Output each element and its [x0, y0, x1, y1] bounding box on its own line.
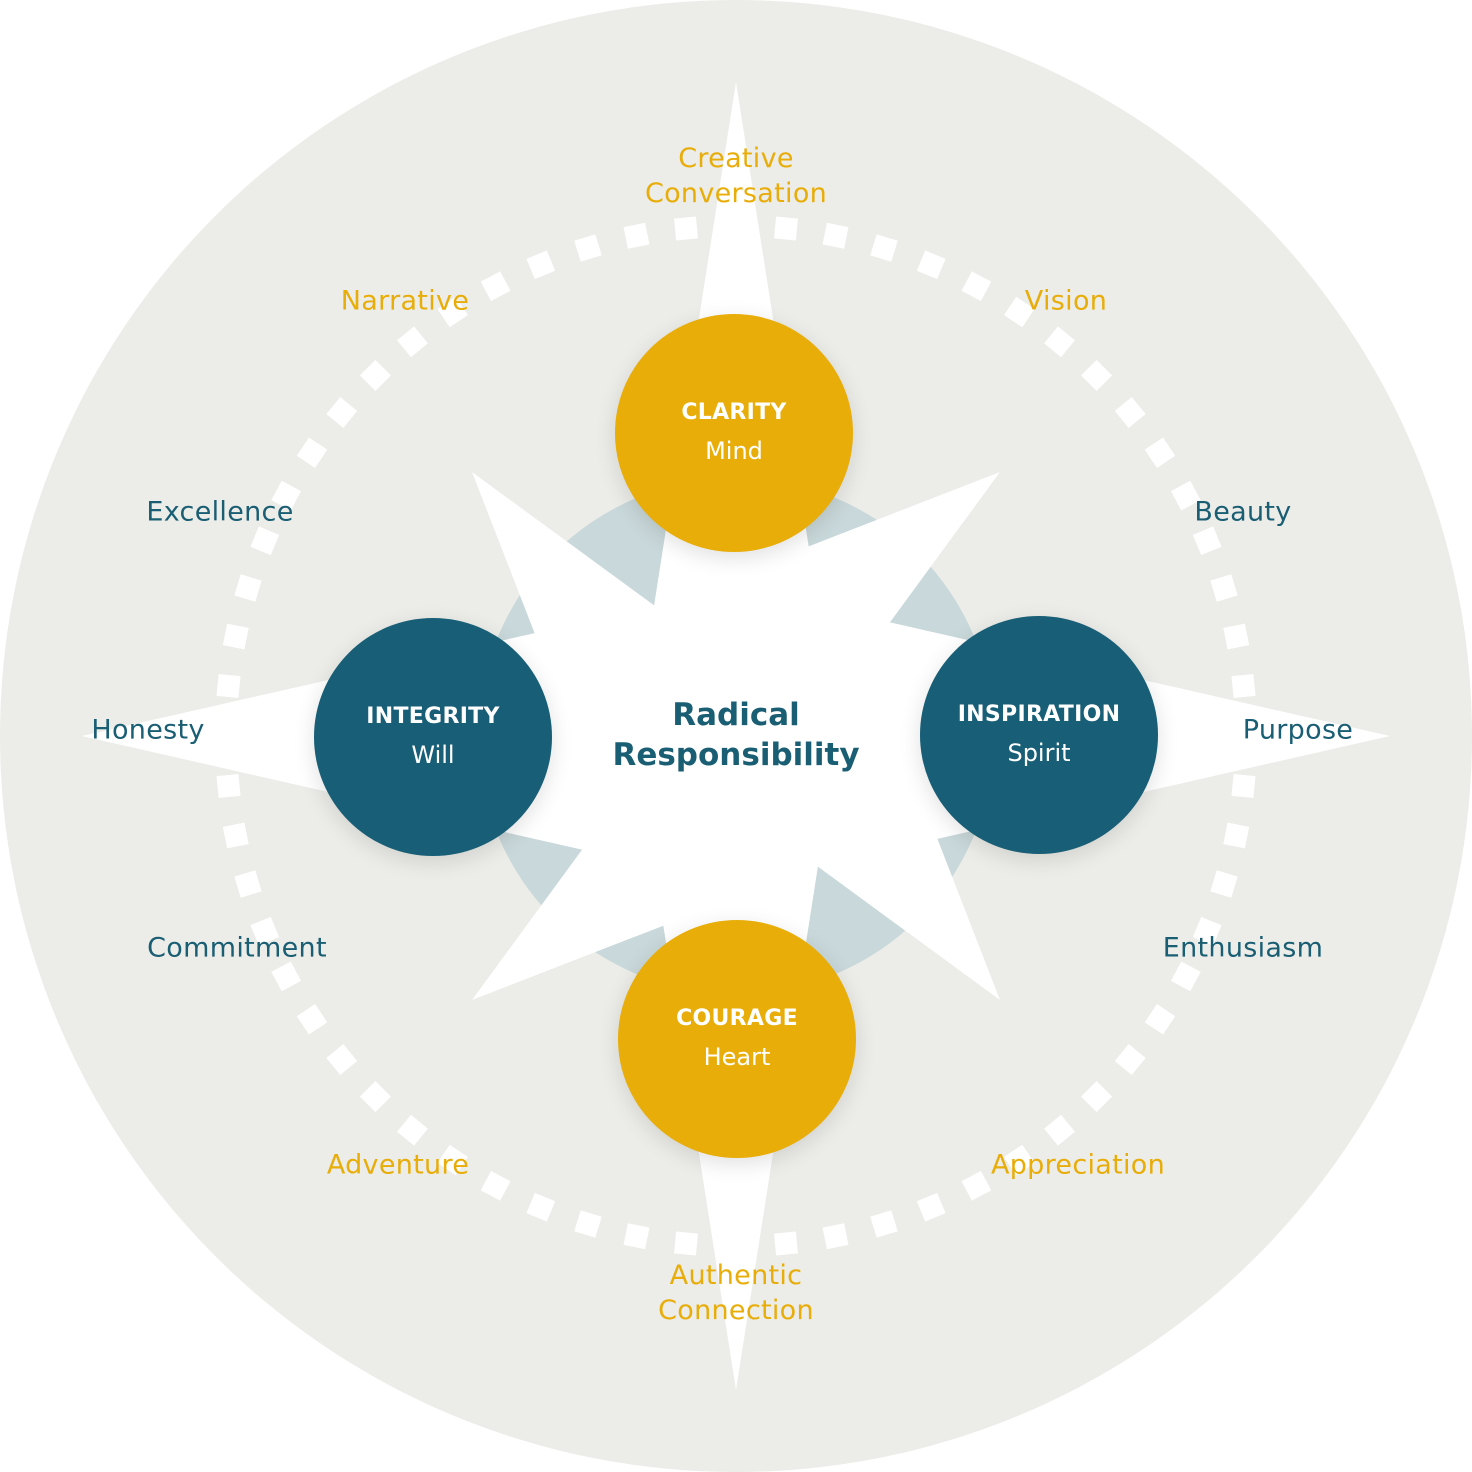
label-connection: Connection [658, 1295, 814, 1326]
ring-dash [296, 1004, 328, 1035]
ring-dash [326, 397, 358, 428]
ring-dash [916, 250, 946, 280]
ring-dash [574, 1210, 602, 1238]
ring-dash [1223, 623, 1250, 650]
dashed-ring [215, 215, 1257, 1257]
inspiration-subtitle: Spirit [1007, 739, 1071, 767]
ring-dash [1192, 916, 1222, 946]
integrity-subtitle: Will [411, 741, 455, 769]
ring-dash [1044, 326, 1075, 358]
label-creative-conversation: Creative Conversation [645, 141, 827, 211]
center-title-line2: Responsibility [612, 737, 860, 773]
label-purpose: Purpose [1242, 714, 1354, 746]
ring-dash [1231, 673, 1256, 699]
ring-dash [1004, 296, 1035, 328]
integrity-circle: INTEGRITY Will [314, 618, 552, 856]
ring-dash [574, 234, 602, 262]
label-adventure: Adventure [326, 1149, 470, 1181]
ring-dash [961, 1170, 992, 1201]
ring-dash [250, 916, 280, 946]
label-excellence: Excellence [146, 496, 294, 528]
ring-dash [216, 673, 241, 699]
ring-dash [1144, 1004, 1176, 1035]
center-title: Radical Responsibility [612, 695, 859, 775]
clarity-title: CLARITY [681, 400, 787, 425]
ring-dash [1081, 359, 1113, 391]
ring-dash [271, 480, 302, 511]
ring-dash [1231, 773, 1256, 799]
ring-dash [1192, 526, 1222, 556]
ring-dash [222, 623, 249, 650]
ring-dash [916, 1192, 946, 1222]
clarity-subtitle: Mind [705, 437, 763, 465]
ring-dash [961, 271, 992, 302]
ring-dash [296, 437, 328, 468]
ring-dash [526, 1192, 556, 1222]
ring-dash [480, 271, 511, 302]
ring-dash [437, 1144, 468, 1176]
ring-dash [623, 1223, 650, 1250]
ring-dash [870, 1210, 898, 1238]
label-enthusiasm: Enthusiasm [1162, 932, 1324, 964]
ring-dash [1170, 961, 1201, 992]
label-commitment: Commitment [147, 932, 327, 964]
courage-subtitle: Heart [703, 1043, 771, 1071]
integrity-title: INTEGRITY [366, 704, 500, 729]
label-authentic: Authentic [669, 1260, 803, 1291]
inspiration-title: INSPIRATION [957, 702, 1121, 727]
ring-dash [1210, 574, 1238, 602]
courage-circle: COURAGE Heart [618, 920, 856, 1158]
courage-title: COURAGE [676, 1006, 798, 1031]
ring-dash [1210, 870, 1238, 898]
ring-dash [234, 574, 262, 602]
ring-dash [773, 1231, 799, 1256]
ring-dash [359, 1081, 391, 1113]
label-creative: Creative [678, 143, 794, 174]
ring-dash [1081, 1081, 1113, 1113]
ring-dash [359, 359, 391, 391]
ring-dash [397, 326, 428, 358]
label-appreciation: Appreciation [990, 1149, 1166, 1181]
ring-dash [271, 961, 302, 992]
ring-dash [326, 1044, 358, 1075]
ring-dash [1144, 437, 1176, 468]
ring-dash [870, 234, 898, 262]
ring-dash [250, 526, 280, 556]
compass-star-cardinal [82, 82, 1390, 1390]
ring-dash [1223, 822, 1250, 849]
ring-dash [526, 250, 556, 280]
ring-dash [623, 222, 650, 249]
ring-dash [480, 1170, 511, 1201]
label-vision: Vision [1024, 285, 1108, 317]
ring-dash [822, 1223, 849, 1250]
ring-dash [222, 822, 249, 849]
clarity-circle: CLARITY Mind [615, 314, 853, 552]
ring-dash [216, 773, 241, 799]
ring-dash [1044, 1114, 1075, 1146]
ring-dash [773, 216, 799, 241]
ring-dash [437, 296, 468, 328]
ring-dash [1114, 397, 1146, 428]
label-beauty: Beauty [1194, 496, 1292, 528]
label-conversation: Conversation [644, 178, 828, 209]
ring-dash [234, 870, 262, 898]
ring-dash [673, 216, 699, 241]
inspiration-circle: INSPIRATION Spirit [920, 616, 1158, 854]
ring-dash [397, 1114, 428, 1146]
label-honesty: Honesty [91, 714, 205, 746]
ring-dash [822, 222, 849, 249]
center-title-line1: Radical [672, 697, 800, 733]
ring-dash [1114, 1044, 1146, 1075]
ring-dash [1170, 480, 1201, 511]
label-authentic-connection: Authentic Connection [658, 1258, 814, 1328]
ring-dash [1004, 1144, 1035, 1176]
label-narrative: Narrative [340, 285, 470, 317]
ring-dash [673, 1231, 699, 1256]
